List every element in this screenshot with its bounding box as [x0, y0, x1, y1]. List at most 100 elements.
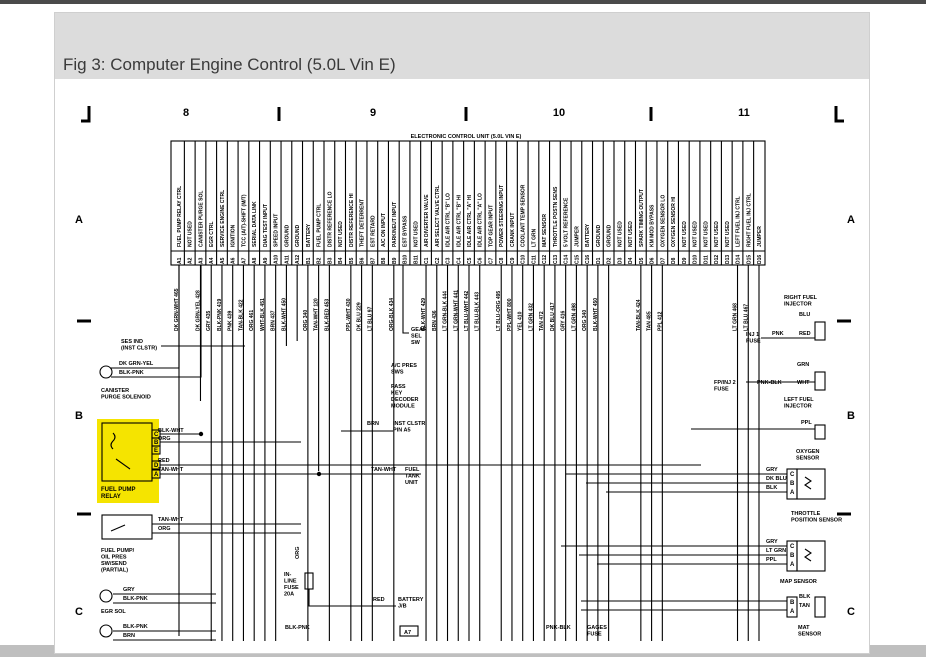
map-wire-label-2: PPL [766, 557, 777, 563]
grn-label: GRN [797, 362, 809, 368]
row-letter-A: A [75, 214, 83, 226]
ecu-function-D14: LEFT FUEL INJ CTRL [736, 196, 742, 247]
ecu-pin-A4: A4 [209, 257, 215, 264]
column-number-8: 8 [183, 107, 189, 119]
ecu-function-A7: TCC (A/T)-SHIFT (M/T) [241, 194, 247, 247]
ecu-function-A6: IGNITION [231, 224, 237, 247]
ses-ind-label: SES IND(INST CLSTR) [121, 339, 157, 352]
ecu-pin-C14: C14 [564, 255, 570, 264]
ecu-pin-A7: A7 [241, 257, 247, 264]
egr-wire-label-1: BLK-PNK [123, 596, 148, 602]
ecu-function-C14: 5 VOLT REFERENCE [564, 197, 570, 247]
ecu-pin-D14: D14 [736, 255, 742, 264]
map-resistor [804, 548, 812, 562]
ecu-title: ELECTRONIC CONTROL UNIT (5.0L VIN E) [411, 134, 522, 140]
ecu-pin-D10: D10 [693, 255, 699, 264]
ecu-function-A5: SERVICE ENGINE CTRL [220, 190, 226, 247]
ecu-function-A10: SPEED INPUT [274, 214, 280, 247]
canister-wire1-label: DK GRN-YEL [119, 361, 154, 367]
row-letter-B: B [75, 410, 83, 422]
relay-pin-box-E [151, 445, 161, 455]
wire-label-D15: LT BLU 467 [743, 304, 749, 331]
figure-frame: Fig 3: Computer Engine Control (5.0L Vin… [54, 12, 870, 654]
canister-wire2-label: BLK-PNK [119, 370, 144, 376]
ecu-pin-A11: A11 [284, 255, 290, 264]
relay-wire-label-0: BLK-WHT [158, 428, 184, 434]
oxygen-sensor-box [814, 424, 826, 440]
ecu-pin-D13: D13 [725, 255, 731, 264]
ecu-function-D15: RIGHT FUEL INJ CTRL [746, 193, 752, 247]
ecu-pin-C4: C4 [456, 257, 462, 264]
corner-mark [81, 106, 91, 123]
ecu-function-A4: EGR CTRL [209, 221, 215, 247]
ecu-function-B7: EST RETARD [370, 215, 376, 247]
ecu-function-B8: A/C ON INPUT [381, 213, 387, 247]
ecu-function-D9: NOT USED [682, 221, 688, 247]
relay-wire-label-3: TAN-WHT [158, 467, 184, 473]
wire-label-C1: BLK-WHT 429 [421, 298, 427, 331]
ecu-function-B9: PARK/NEUT INPUT [392, 202, 398, 247]
wire-label-A9: WHT-BLK 451 [260, 298, 266, 331]
column-number-10: 10 [553, 107, 565, 119]
oil-wire-label-0: TAN-WHT [158, 517, 184, 523]
map-sensor-box [796, 540, 826, 572]
relay-wire-label-1: ORG [158, 436, 171, 442]
ecu-function-C10: COOLANT TEMP SENSOR [521, 184, 527, 247]
wire-label-C12: TAN 472 [539, 311, 545, 331]
ecu-function-C11: LT GRN [531, 228, 537, 247]
org-vertical-label: ORG [295, 546, 301, 559]
wire-label-D6: TAN 485 [647, 311, 653, 331]
ecu-function-C2: AIR SELECT VALVE CTRL [435, 185, 441, 247]
red2-label: RED [799, 331, 811, 337]
pnk-blk2-label: PNK-BLK [757, 380, 782, 386]
ecu-function-A3: CANISTER PURGE SOL [198, 191, 204, 247]
canister-wire2 [111, 265, 202, 378]
map-wire-label-1: LT GRN [766, 548, 786, 554]
ecu-function-D2: GROUND [607, 224, 613, 247]
row-letter-right-B: B [847, 410, 855, 422]
splice-dot [316, 471, 322, 477]
tan-wht-label: TAN-WHT [371, 467, 397, 473]
ecu-pin-A8: A8 [252, 257, 258, 264]
wire-label-B6: DK BLU 229 [357, 302, 363, 331]
ecu-function-B3: DISTR REFERENCE LO [327, 191, 333, 247]
ecu-pin-A12: A12 [295, 255, 301, 264]
ecu-pin-C11: C11 [531, 255, 537, 264]
ground-point [198, 431, 204, 437]
tps-wire-label-1: DK BLU [766, 476, 787, 482]
relay-pin-C: C [154, 432, 159, 438]
ecu-pin-D12: D12 [714, 255, 720, 264]
column-tick [649, 107, 653, 121]
row-tick [837, 319, 851, 323]
ecu-function-D5: SPARK TIMING OUTPUT [639, 189, 645, 247]
wire-label-C5: LT BLU-WHT 442 [464, 291, 470, 331]
ecu-pin-B4: B4 [338, 257, 344, 264]
ecu-function-D13: NOT USED [725, 221, 731, 247]
ecu-pin-B6: B6 [360, 257, 366, 264]
wire-label-C11: LT GRN 432 [528, 303, 534, 331]
wire-label-C8: LT BLU-ORG 495 [496, 291, 502, 331]
map-pin-B: B [790, 553, 795, 559]
ecu-function-D7: OXYGEN SENSOR LO [660, 195, 666, 247]
ecu-pin-A10: A10 [274, 255, 280, 264]
ecu-pin-C5: C5 [467, 257, 473, 264]
top-bar [0, 0, 926, 4]
ecu-pin-C1: C1 [424, 257, 430, 264]
ecu-pin-D15: D15 [746, 255, 752, 264]
ecu-function-A11: GROUND [284, 224, 290, 247]
wire-label-A3: DK GRN-YEL 428 [195, 290, 201, 331]
ecu-function-C13: THROTTLE POSTN SENS [553, 186, 559, 247]
column-tick [277, 107, 281, 121]
ecu-pin-C16: C16 [585, 255, 591, 264]
ppl-label: PPL [801, 420, 812, 426]
mat-wire-label-1: TAN [799, 603, 810, 609]
